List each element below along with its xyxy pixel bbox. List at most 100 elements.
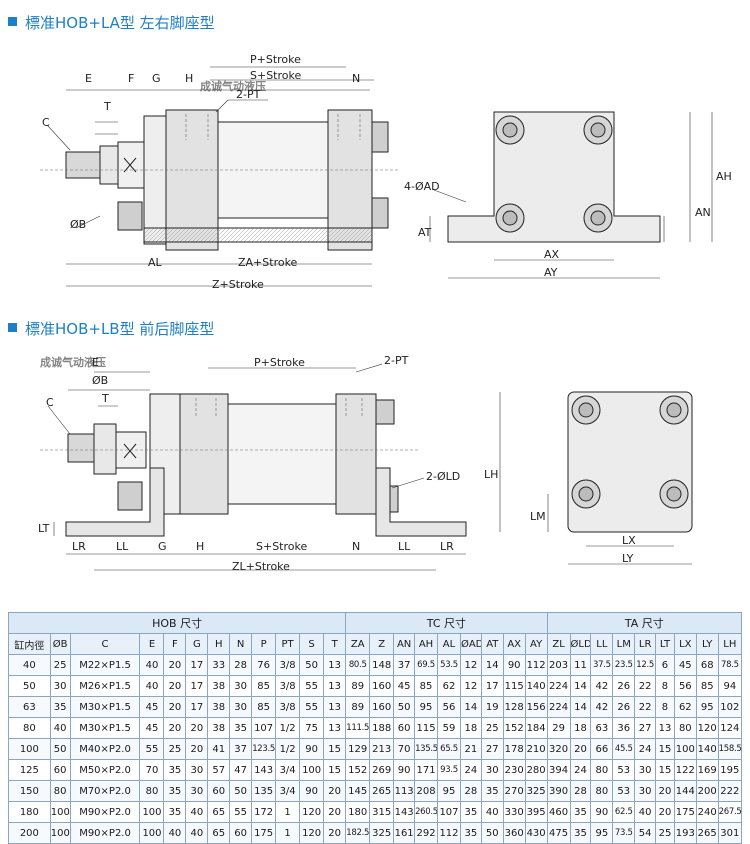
column-header: E xyxy=(139,633,165,655)
table-cell: 40 xyxy=(49,717,71,739)
dim-H: H xyxy=(196,540,204,553)
table-cell: 45.5 xyxy=(612,738,636,760)
table-cell: 80 xyxy=(590,780,614,802)
dim-LT: LT xyxy=(38,522,50,535)
table-cell: 65 xyxy=(207,822,231,844)
rear-tie-nut-top xyxy=(375,399,395,425)
table-cell: 213 xyxy=(369,738,395,760)
table-cell: 95 xyxy=(414,696,439,718)
table-cell: 140 xyxy=(524,675,548,697)
table-cell: 38 xyxy=(207,675,231,697)
table-cell: 55 xyxy=(139,738,165,760)
table-cell: 315 xyxy=(369,801,395,823)
dim-s-stroke: S+Stroke xyxy=(256,540,307,553)
table-cell: 20 xyxy=(163,696,187,718)
table-cell: 35 xyxy=(480,780,504,802)
front-head xyxy=(179,393,229,515)
table-cell: 107 xyxy=(437,801,461,823)
column-header: F xyxy=(163,633,187,655)
table-cell: 12.5 xyxy=(634,654,657,676)
watermark-text: 成诚气动液压 xyxy=(40,355,106,369)
table-cell: 280 xyxy=(524,759,548,781)
table-cell: 14 xyxy=(480,654,504,676)
column-header: N xyxy=(229,633,253,655)
column-header: Z xyxy=(369,633,395,655)
table-cell: 35 xyxy=(459,801,482,823)
table-cell: 6 xyxy=(655,654,675,676)
section-title-la: 標准HOB+LA型 左右脚座型 xyxy=(8,12,215,33)
table-cell: 80 xyxy=(139,780,165,802)
table-cell: 37 xyxy=(393,654,416,676)
table-cell: 62.5 xyxy=(612,801,636,823)
table-cell: 195 xyxy=(717,759,743,781)
label-B: ØB xyxy=(92,374,108,387)
column-header: G xyxy=(185,633,209,655)
table-cell: 60 xyxy=(207,780,231,802)
table-cell: 60 xyxy=(393,717,416,739)
table-cell: 45 xyxy=(673,654,697,676)
table-cell: 8 xyxy=(655,696,675,718)
table-cell: 45 xyxy=(139,696,165,718)
dim-LX: LX xyxy=(622,534,636,547)
table-cell: 17 xyxy=(185,696,209,718)
table-cell: 20 xyxy=(323,822,347,844)
table-cell: 3/4 xyxy=(275,759,301,781)
rod-end-cap xyxy=(117,141,145,189)
table-cell: 28 xyxy=(459,780,482,802)
rear-tie-nut-top xyxy=(371,121,389,153)
dim-G: G xyxy=(158,540,167,553)
table-cell: 76 xyxy=(251,654,277,676)
column-header: LL xyxy=(590,633,614,655)
table-cell: 15 xyxy=(323,759,347,781)
column-header: LM xyxy=(612,633,636,655)
table-cell: 120 xyxy=(695,717,719,739)
table-cell: 85 xyxy=(695,675,719,697)
dim-za-stroke: ZA+Stroke xyxy=(238,256,298,269)
table-cell: 3/4 xyxy=(275,780,301,802)
drawing-lb-type: 成诚气动液压 E ØB T C P+Stroke 2-PT 2-ØLD LT xyxy=(38,354,693,573)
table-cell: 40 xyxy=(185,801,209,823)
table-cell: 40 xyxy=(163,822,187,844)
table-cell: M40×P2.0 xyxy=(69,738,141,760)
table-cell: 224 xyxy=(546,675,571,697)
table-cell: 158.5 xyxy=(717,738,743,760)
table-cell: 128 xyxy=(502,696,526,718)
dim-T: T xyxy=(101,392,109,405)
table-cell: 24 xyxy=(459,759,482,781)
table-cell: 50 xyxy=(8,675,51,697)
cylinder-tube xyxy=(227,403,337,505)
dim-z-stroke: Z+Stroke xyxy=(212,278,264,291)
table-cell: 35 xyxy=(163,759,187,781)
front-tie-nut xyxy=(117,481,143,511)
table-cell: 24 xyxy=(634,738,657,760)
table-cell: 27 xyxy=(634,717,657,739)
table-cell: 27 xyxy=(480,738,504,760)
table-cell: 30 xyxy=(49,675,71,697)
table-cell: 169 xyxy=(695,759,719,781)
table-cell: 42 xyxy=(590,675,614,697)
table-cell: 14 xyxy=(459,696,482,718)
table-cell: 102 xyxy=(717,696,743,718)
rod-nut xyxy=(93,423,117,475)
table-cell: 95 xyxy=(437,780,461,802)
table-cell: 12 xyxy=(459,675,482,697)
table-cell: 430 xyxy=(524,822,548,844)
table-cell: 26 xyxy=(612,675,636,697)
table-cell: 33 xyxy=(207,654,231,676)
table-cell: 95 xyxy=(695,696,719,718)
column-header: ØAD xyxy=(459,633,482,655)
table-cell: 53 xyxy=(612,780,636,802)
table-cell: 53 xyxy=(612,759,636,781)
table-cell: 260.5 xyxy=(414,801,439,823)
table-cell: 40 xyxy=(139,654,165,676)
dim-T: T xyxy=(103,100,111,113)
dim-LL-rear: LL xyxy=(398,540,411,553)
table-cell: 460 xyxy=(546,801,571,823)
bullet-square-icon xyxy=(8,17,17,26)
table-cell: 50 xyxy=(480,822,504,844)
table-cell: 28 xyxy=(569,780,592,802)
table-cell: 40 xyxy=(634,801,657,823)
table-cell: 184 xyxy=(524,717,548,739)
